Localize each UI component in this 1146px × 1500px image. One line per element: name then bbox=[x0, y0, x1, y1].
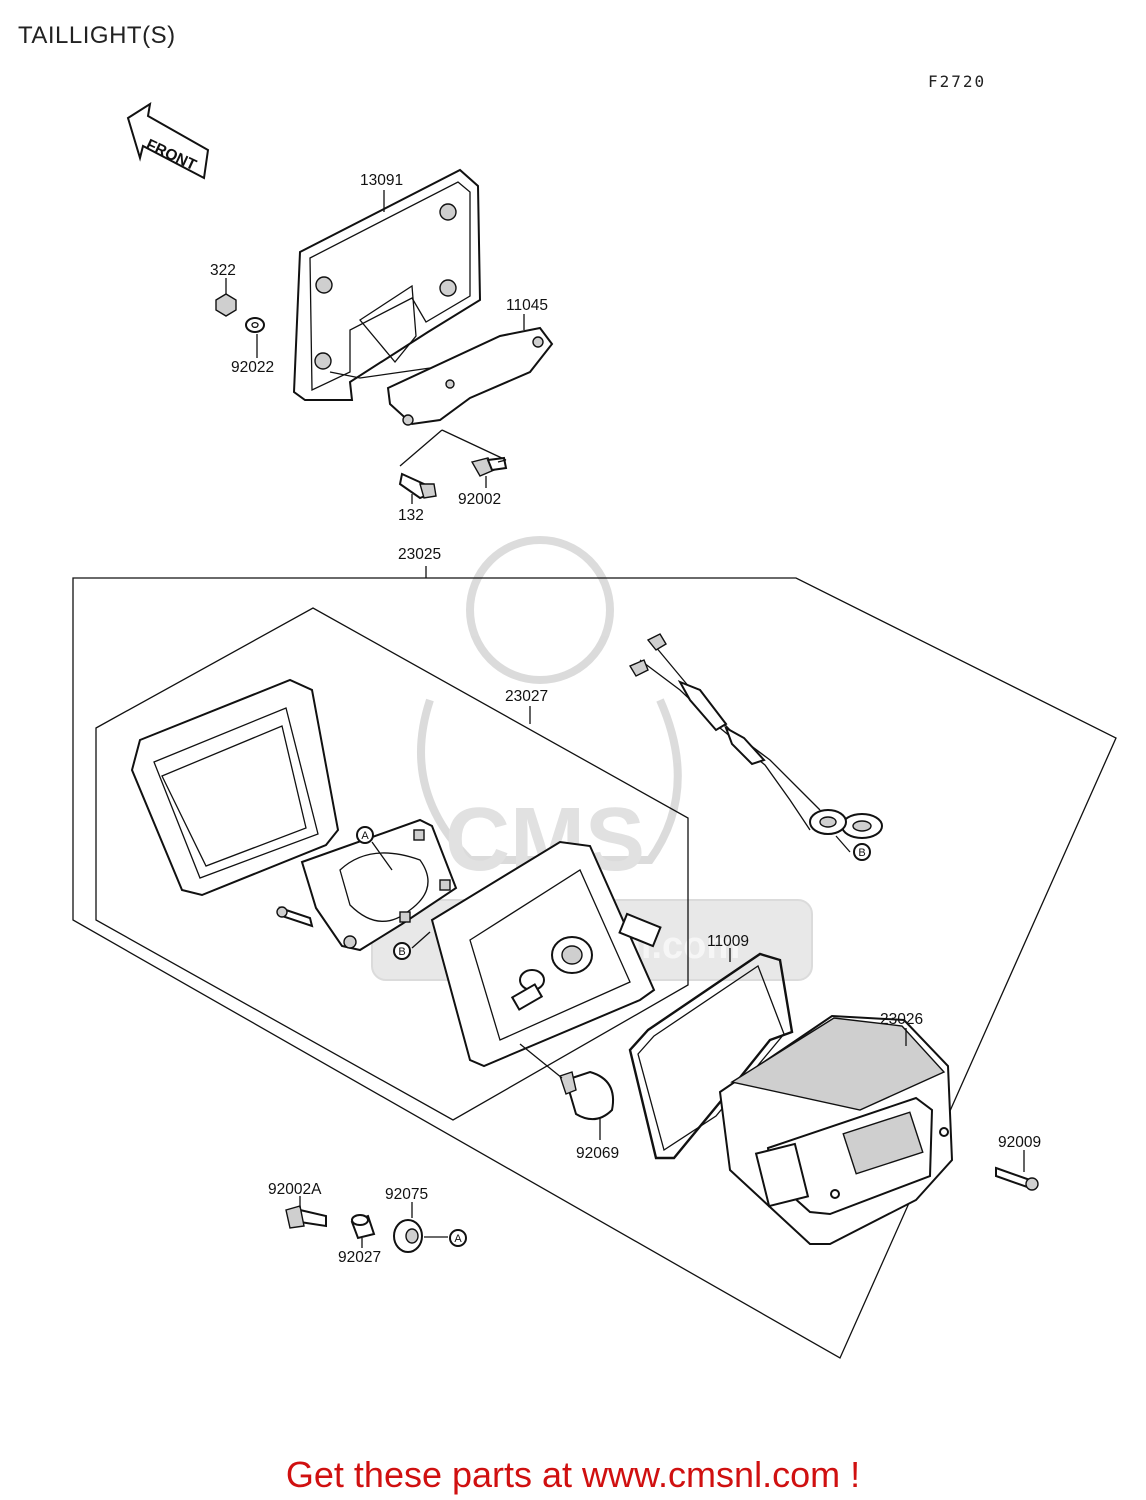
taillight-base-outline bbox=[95, 607, 689, 1121]
collar-92027 bbox=[350, 1214, 376, 1240]
bolt-92002a bbox=[285, 1205, 327, 1229]
part-label-11009: 11009 bbox=[707, 933, 749, 950]
figure-code: F2720 bbox=[928, 72, 987, 91]
svg-text:A: A bbox=[361, 830, 369, 842]
mounting-bracket bbox=[386, 326, 554, 426]
part-label-23026: 23026 bbox=[880, 1011, 923, 1028]
mounting-base-plate bbox=[300, 818, 458, 952]
part-label-92009: 92009 bbox=[998, 1134, 1041, 1151]
lamp-housing-frame bbox=[130, 678, 340, 897]
part-label-13091: 13091 bbox=[360, 172, 403, 189]
part-label-92069: 92069 bbox=[576, 1145, 619, 1162]
part-label-322: 322 bbox=[210, 262, 236, 279]
part-label-92002a: 92002A bbox=[268, 1181, 322, 1198]
tail-lens bbox=[718, 1014, 954, 1245]
part-label-132: 132 bbox=[398, 507, 424, 524]
nut-322 bbox=[215, 293, 237, 317]
bolt-132 bbox=[398, 472, 437, 500]
base-plate-screw bbox=[276, 906, 314, 928]
svg-text:A: A bbox=[454, 1233, 462, 1245]
lens-screw bbox=[995, 1166, 1039, 1191]
taillight-assembly-outline bbox=[72, 577, 1117, 1359]
part-label-92022: 92022 bbox=[231, 359, 274, 376]
leader-lines bbox=[225, 190, 1025, 1248]
promo-footer-link[interactable]: Get these parts at www.cmsnl.com ! bbox=[285, 1454, 861, 1495]
part-label-23025: 23025 bbox=[398, 546, 441, 563]
bolt-92002 bbox=[470, 456, 508, 477]
marker-b-base: B bbox=[393, 942, 411, 960]
lamp-socket-housing bbox=[430, 840, 662, 1068]
lens-gasket bbox=[628, 952, 794, 1160]
marker-a-base: A bbox=[356, 826, 374, 844]
part-label-23027: 23027 bbox=[505, 688, 548, 705]
svg-text:B: B bbox=[858, 847, 865, 859]
part-label-92027: 92027 bbox=[338, 1249, 381, 1266]
part-label-92075: 92075 bbox=[385, 1186, 428, 1203]
svg-text:B: B bbox=[398, 946, 405, 958]
washer-92022 bbox=[245, 317, 265, 333]
front-direction-arrow: FRONT bbox=[126, 101, 210, 180]
license-plate-bracket bbox=[292, 168, 482, 401]
part-label-92002: 92002 bbox=[458, 491, 501, 508]
wire-harness bbox=[628, 633, 883, 839]
marker-b-harness: B bbox=[853, 843, 871, 861]
marker-a-hardware: A bbox=[449, 1229, 467, 1247]
grommet-92075 bbox=[393, 1219, 423, 1253]
page-title: TAILLIGHT(S) bbox=[18, 22, 176, 49]
part-label-11045: 11045 bbox=[506, 297, 548, 314]
bulb bbox=[559, 1070, 614, 1121]
